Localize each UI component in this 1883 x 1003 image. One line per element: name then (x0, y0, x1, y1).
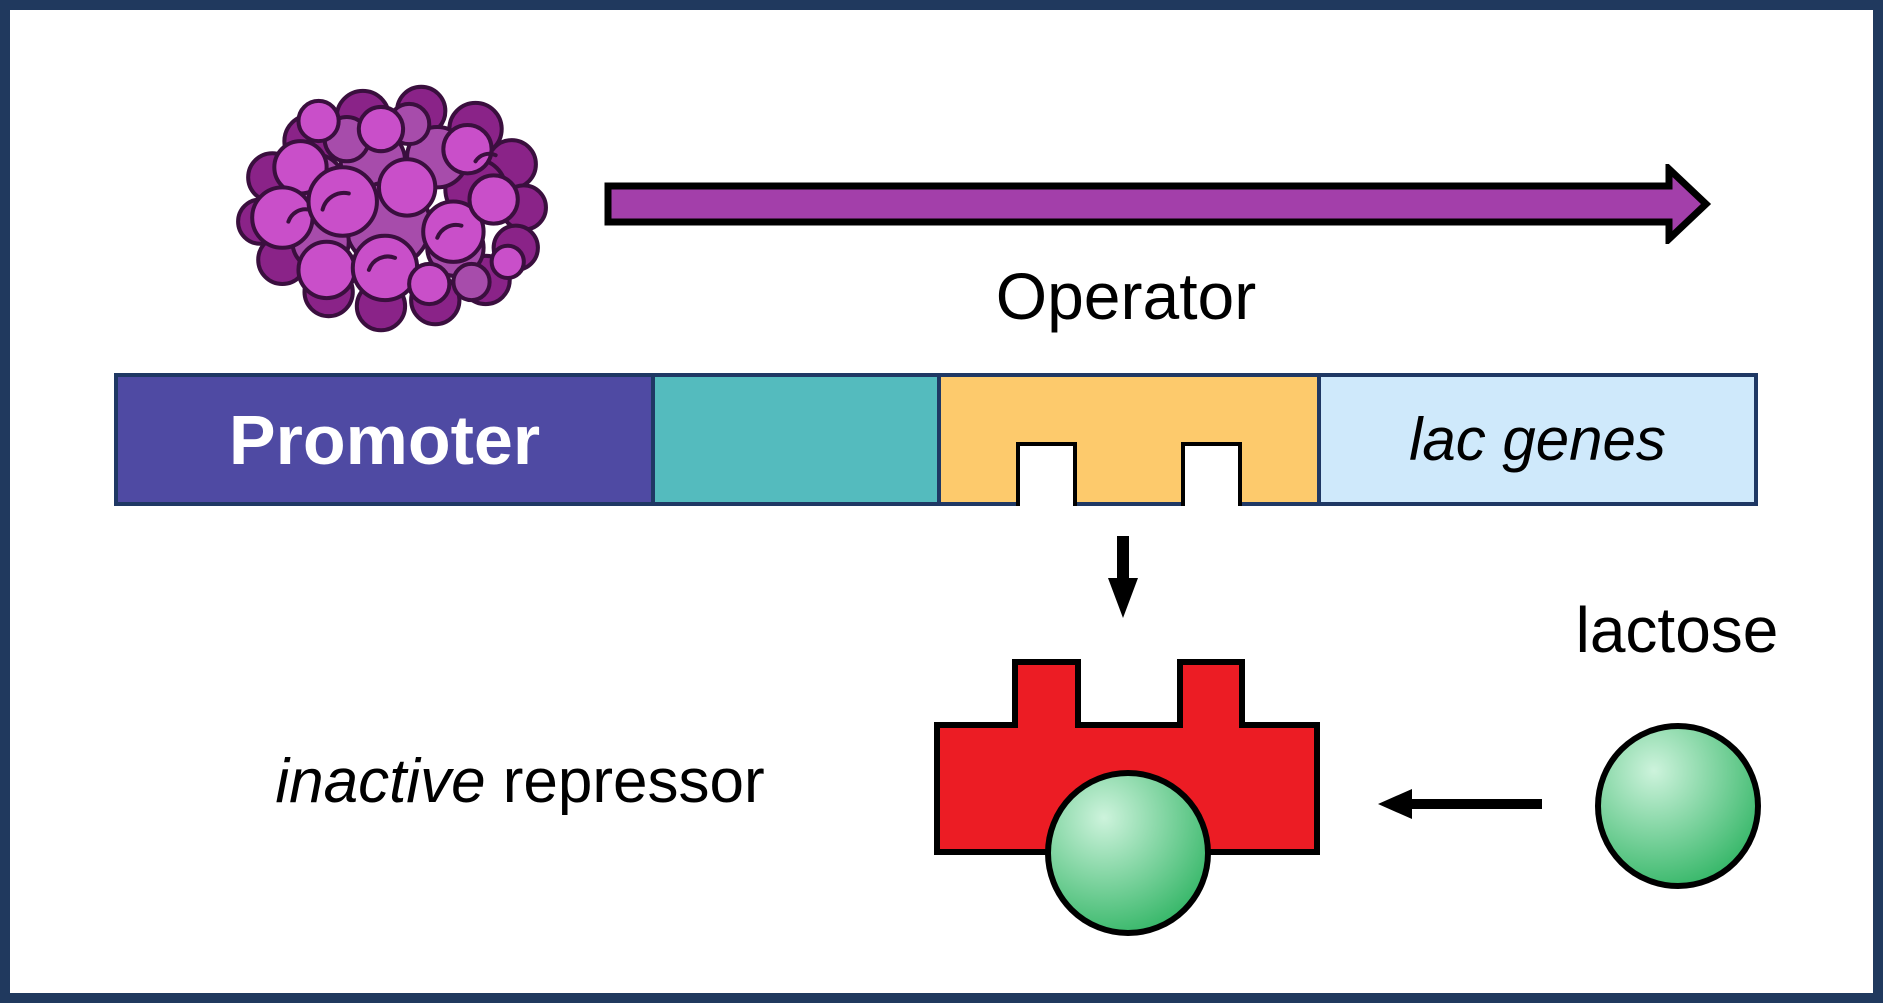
operator-notch (1016, 442, 1077, 506)
bound-lactose-icon (1045, 770, 1211, 936)
operator-label: Operator (995, 259, 1257, 333)
lactose-label: lactose (1575, 594, 1779, 666)
repressor-word: repressor (502, 747, 765, 816)
repressor-icon (934, 659, 1320, 936)
spacer-segment (651, 373, 941, 506)
lactose-molecule-icon (1595, 723, 1761, 889)
promoter-label: Promoter (228, 400, 541, 479)
lactose-arrow-left-icon (1378, 789, 1542, 819)
binding-arrow-down-icon (1108, 536, 1138, 618)
promoter-segment: Promoter (114, 373, 655, 506)
lac-genes-segment: lac genes (1317, 373, 1758, 506)
inactive-word: inactive (275, 747, 486, 816)
lac-genes-label: lac genes (1409, 406, 1666, 473)
operator-segment (937, 373, 1321, 506)
inactive-repressor-label: inactive repressor (140, 748, 900, 816)
operator-notch (1181, 442, 1242, 506)
rna-polymerase-icon (236, 84, 548, 333)
transcription-arrow-icon (604, 164, 1712, 244)
